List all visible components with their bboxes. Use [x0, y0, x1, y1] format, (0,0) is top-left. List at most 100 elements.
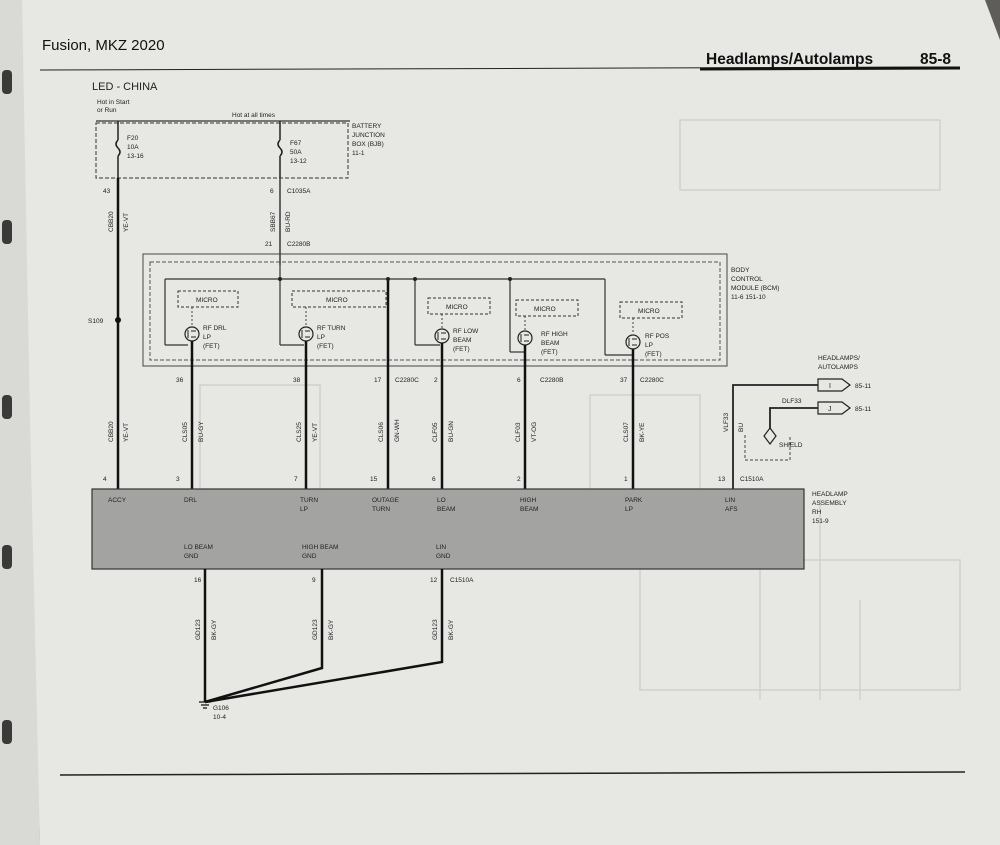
- circuit-gd123-lin: GD123: [432, 619, 439, 640]
- headlamp-assembly: 4 3 7 15 6 2 1 13 C1510A ACCY DRL TURN L…: [91, 476, 848, 570]
- fet-turn-icon: [298, 326, 314, 342]
- assembly-pin-4: 4: [103, 476, 107, 483]
- assembly-label-lin-1: LIN: [725, 497, 735, 504]
- body-control-module: BODY CONTROL MODULE (BCM) 11-6 151-10 MI…: [142, 253, 779, 367]
- assembly-pin-7: 7: [294, 476, 298, 483]
- bjb-hot-start-label: Hot in Start: [97, 99, 130, 106]
- fet-low-label-1: RF LOW: [453, 328, 479, 335]
- fet-turn-label-2: LP: [317, 334, 325, 341]
- micro-box-drl: [177, 290, 239, 308]
- circuit-cls25: CLS25: [296, 422, 303, 442]
- battery-junction-box: Hot in Start or Run Hot at all times F20…: [95, 99, 385, 179]
- assembly-label-park-2: LP: [625, 506, 633, 513]
- assembly-pin-2: 2: [517, 476, 521, 483]
- ground-ref-10-4: 10-4: [213, 714, 226, 721]
- ground-label-high-2: GND: [302, 553, 317, 560]
- wire-dlf33: [769, 407, 818, 430]
- bcm-name-1: BODY: [731, 267, 750, 274]
- circuit-vlf33: VLF33: [723, 412, 730, 432]
- fet-low-label-2: BEAM: [453, 337, 471, 344]
- assembly-name-3: RH: [812, 509, 822, 516]
- connector-i-icon: [817, 378, 851, 392]
- fet-high-label-2: BEAM: [541, 340, 559, 347]
- fuse-f67-icon: [277, 121, 283, 178]
- connector-c1510a-top: C1510A: [740, 476, 764, 483]
- circuit-gd123-lo: GD123: [195, 619, 202, 640]
- bcm-pin-17: 17: [374, 377, 382, 384]
- connector-i-label: I: [829, 383, 831, 390]
- micro-box-turn: [291, 290, 387, 308]
- circuit-sbb67: SBB67: [270, 211, 277, 232]
- assembly-label-outage-2: TURN: [372, 506, 390, 513]
- color-bk-gy-high: BK-GY: [328, 619, 335, 640]
- assembly-box: [91, 488, 805, 570]
- color-bu-gy: BU-GY: [198, 421, 205, 442]
- circuit-cls05: CLS05: [182, 422, 189, 442]
- page-number: 85-8: [920, 51, 951, 68]
- assembly-label-lo-2: BEAM: [437, 506, 455, 513]
- footer-rule: [59, 771, 966, 776]
- micro-label-high: MICRO: [534, 306, 556, 313]
- ground-label-lin-1: LIN: [436, 544, 446, 551]
- connector-c1510a-bottom: C1510A: [450, 577, 474, 584]
- connector-j-icon: [817, 401, 851, 415]
- splice-s109-dot: [115, 317, 121, 323]
- fet-drl-icon: [184, 326, 200, 342]
- bjb-box: [95, 122, 349, 179]
- circuit-clf05: CLF05: [432, 422, 439, 442]
- bcm-name-4: 11-6 151-10: [731, 294, 766, 301]
- fet-pos-label-2: LP: [645, 342, 653, 349]
- wire-ground-lin: [204, 569, 444, 704]
- fuse-f20-icon: [115, 121, 121, 178]
- header-left-title: Fusion, MKZ 2020: [42, 37, 165, 54]
- ground-label-high-1: HIGH BEAM: [302, 544, 338, 551]
- fet-pos-label-1: RF POS: [645, 333, 670, 340]
- circuit-clf03: CLF03: [515, 422, 522, 442]
- assembly-label-high-1: HIGH: [520, 497, 537, 504]
- pin-21: 21: [265, 241, 273, 248]
- circuit-cls06: CLS06: [378, 422, 385, 442]
- bcm-pin-37: 37: [620, 377, 628, 384]
- color-ye-vt-mid: YE-VT: [123, 423, 130, 442]
- circuit-cbb20-mid: CBB20: [108, 421, 115, 442]
- ground-label-lin-2: GND: [436, 553, 451, 560]
- ground-label-lo-1: LO BEAM: [184, 544, 213, 551]
- headlamps-ref-title-2: AUTOLAMPS: [818, 364, 859, 371]
- micro-label-low: MICRO: [446, 304, 468, 311]
- circuit-gd123-high: GD123: [312, 619, 319, 640]
- color-bk-ye: BK-YE: [639, 422, 646, 442]
- micro-box-low: [427, 297, 491, 315]
- color-bu-gn: BU-GN: [448, 421, 455, 442]
- ground-point-g106: G106: [213, 705, 229, 712]
- fet-turn-label-1: RF TURN: [317, 325, 346, 332]
- assembly-pin-3: 3: [176, 476, 180, 483]
- middle-wiring: 36 38 17 C2280C 2 6 C2280B 37 C2280C CBB…: [108, 277, 664, 490]
- fet-drl-label-3: (FET): [203, 343, 220, 350]
- color-bk-gy-lin: BK-GY: [448, 619, 455, 640]
- micro-label-pos: MICRO: [638, 308, 660, 315]
- header-right-title: Headlamps/Autolamps: [706, 51, 873, 68]
- fet-high-icon: [517, 330, 533, 346]
- fet-low-icon: [434, 328, 450, 344]
- fet-high-label-3: (FET): [541, 349, 558, 356]
- fet-drl-label-2: LP: [203, 334, 211, 341]
- bjb-name-1: BATTERY: [352, 123, 382, 130]
- bcm-pin-38: 38: [293, 377, 301, 384]
- assembly-label-lo-1: LO: [437, 497, 446, 504]
- connector-c1035a: C1035A: [287, 188, 311, 195]
- fet-pos-label-3: (FET): [645, 351, 662, 358]
- connector-c2280b: C2280B: [540, 377, 564, 384]
- bjb-name-2: JUNCTION: [352, 132, 385, 139]
- fet-low-label-3: (FET): [453, 346, 470, 353]
- color-ye-vt-turn: YE-VT: [312, 423, 319, 442]
- assembly-label-turn-1: TURN: [300, 497, 318, 504]
- bjb-hot-always-label: Hot at all times: [232, 112, 276, 119]
- micro-box-pos: [619, 301, 683, 319]
- ref-85-11-j: 85-11: [855, 406, 872, 413]
- assembly-label-outage-1: OUTAGE: [372, 497, 400, 504]
- fuse-f67-ref: 13-12: [290, 158, 307, 165]
- assembly-label-high-2: BEAM: [520, 506, 538, 513]
- fet-pos-icon: [625, 334, 641, 350]
- ground-pin-12: 12: [430, 577, 438, 584]
